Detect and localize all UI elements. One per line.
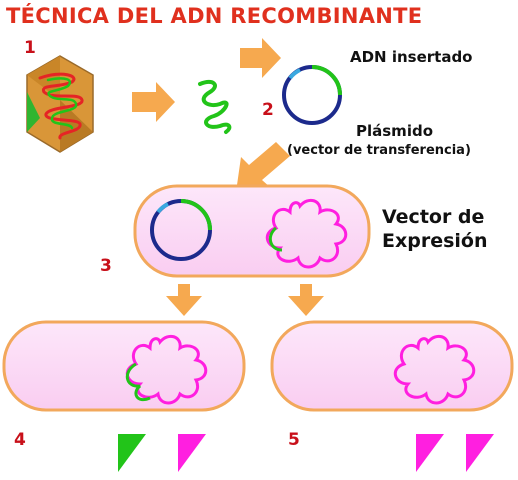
label-plasmido: Plásmido (356, 122, 433, 140)
arrow-dna-to-plasmid (240, 38, 281, 78)
step-number-1: 1 (24, 38, 36, 58)
arrow-virus-to-dna (132, 82, 175, 122)
host-cell-4 (2, 320, 246, 412)
arrow-cell-to-left (166, 284, 202, 316)
diagram-title: TÉCNICA DEL ADN RECOMBINANTE (6, 4, 423, 28)
label-vector-expresion-1: Vector de (382, 206, 485, 228)
label-vector-expresion-2: Expresión (382, 230, 488, 252)
step-number-5: 5 (288, 430, 300, 450)
protein-triangle-icon (416, 434, 444, 472)
bacterial-chromosome-icon (265, 198, 348, 269)
step-number-2: 2 (262, 100, 274, 120)
virus-icon (26, 55, 94, 153)
protein-triangle-icon (178, 434, 206, 472)
label-adn-insertado: ADN insertado (350, 48, 473, 66)
protein-triangle-icon (466, 434, 494, 472)
step-number-3: 3 (100, 256, 112, 276)
bacterial-chromosome-icon (125, 334, 208, 405)
arrow-plasmid-to-cell (236, 142, 290, 192)
bacterial-chromosome-icon (393, 334, 476, 405)
host-cell-5 (270, 320, 514, 412)
arrow-cell-to-right (288, 284, 324, 316)
step-number-4: 4 (14, 430, 26, 450)
plasmid-icon (150, 199, 212, 261)
label-vector-transferencia: (vector de transferencia) (287, 143, 471, 158)
expression-vector-cell (133, 184, 371, 278)
dna-fragment-icon (198, 79, 232, 134)
protein-triangle-icon (118, 434, 146, 472)
plasmid-icon (282, 65, 342, 125)
